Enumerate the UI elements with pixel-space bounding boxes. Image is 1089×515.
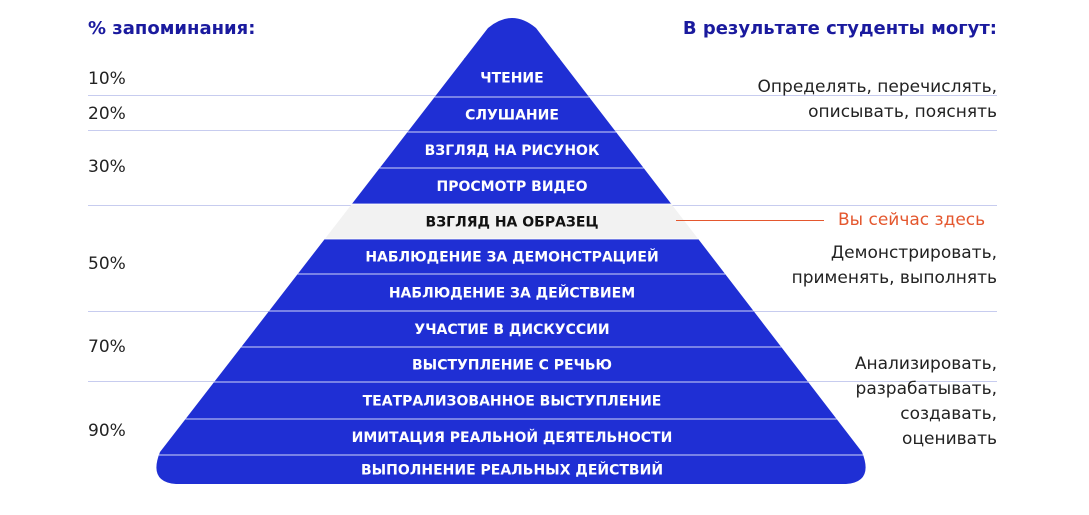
percent-label: 90% (88, 421, 126, 441)
percent-label: 70% (88, 337, 126, 357)
outcomes-header: В результате студенты могут: (682, 18, 997, 39)
pyramid-level-label: НАБЛЮДЕНИЕ ЗА ДЕМОНСТРАЦИЕЙ (365, 249, 658, 266)
percent-label: 50% (88, 254, 126, 274)
pyramid-band (156, 455, 866, 484)
pyramid-level-label: ВЫСТУПЛЕНИЕ С РЕЧЬЮ (412, 358, 612, 374)
pyramid-level-label: ВЫПОЛНЕНИЕ РЕАЛЬНЫХ ДЕЙСТВИЙ (361, 462, 663, 479)
pyramid-band (156, 311, 866, 347)
pyramid-level-label: ПРОСМОТР ВИДЕО (437, 179, 588, 195)
pyramid-level-label: СЛУШАНИЕ (465, 108, 559, 124)
outcome-line: описывать, пояснять (808, 102, 997, 122)
pyramid-band (156, 419, 866, 455)
outcome-group-2: Демонстрировать, применять, выполнять (792, 241, 997, 291)
pyramid-band (156, 347, 866, 382)
percent-label: 30% (88, 157, 126, 177)
outcome-line: Анализировать, (854, 354, 997, 374)
pyramid-apex (156, 18, 866, 59)
pyramid-band (156, 382, 866, 419)
retention-header: % запоминания: (88, 18, 256, 39)
outcome-group-3: Анализировать, разрабатывать, создавать,… (855, 352, 997, 452)
percent-label: 10% (88, 69, 126, 89)
outcome-line: создавать, (900, 404, 997, 424)
percent-label: 20% (88, 104, 126, 124)
outcome-group-1: Определять, перечислять, описывать, пояс… (758, 75, 997, 125)
pyramid-level-label: УЧАСТИЕ В ДИСКУССИИ (414, 322, 609, 338)
pyramid-level-label: ТЕАТРАЛИЗОВАННОЕ ВЫСТУПЛЕНИЕ (363, 394, 662, 410)
pyramid-level-label: ВЗГЛЯД НА ОБРАЗЕЦ (426, 215, 599, 231)
outcome-line: применять, выполнять (791, 268, 997, 288)
outcome-line: Определять, перечислять, (757, 77, 997, 97)
outcome-line: Демонстрировать, (830, 243, 997, 263)
pyramid-level-label: НАБЛЮДЕНИЕ ЗА ДЕЙСТВИЕМ (389, 285, 635, 302)
pyramid-level-label: ИМИТАЦИЯ РЕАЛЬНОЙ ДЕЯТЕЛЬНОСТИ (352, 429, 673, 446)
outcome-line: оценивать (902, 429, 997, 449)
you-are-here-label: Вы сейчас здесь (838, 210, 986, 230)
pyramid-level-label: ВЗГЛЯД НА РИСУНОК (425, 143, 600, 159)
pyramid-level-label: ЧТЕНИЕ (480, 71, 543, 87)
outcome-line: разрабатывать, (855, 379, 997, 399)
you-are-here-connector (676, 220, 824, 221)
